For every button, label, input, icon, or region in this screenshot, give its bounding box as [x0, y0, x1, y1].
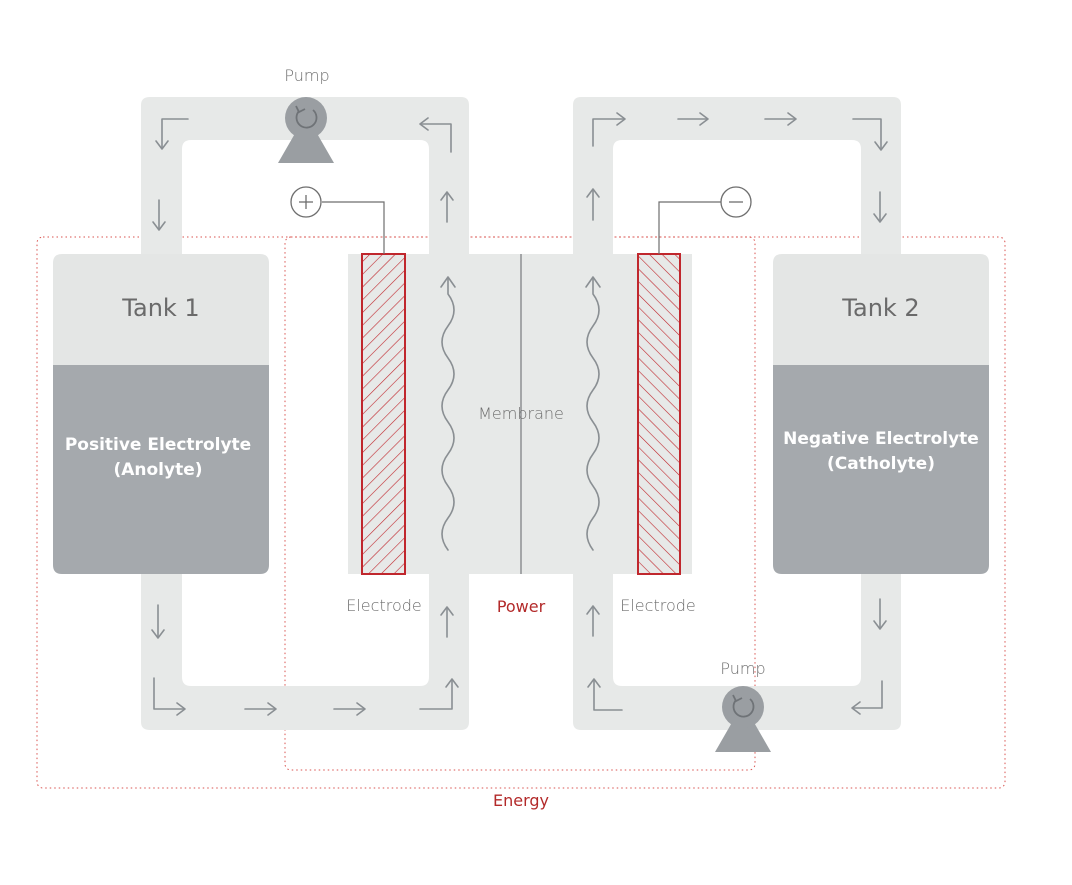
right-loop-arrows: [586, 112, 888, 715]
tank-2: [773, 254, 989, 574]
tank-1-title: Tank 1: [121, 294, 199, 322]
plus-icon: [290, 186, 322, 218]
electrode-right-plate: [637, 253, 681, 575]
tank-1-fluid-line1: Positive Electrolyte: [65, 435, 251, 455]
electrode-left-plate: [361, 253, 406, 575]
power-label: Power: [497, 597, 546, 616]
tank-1: [53, 254, 269, 574]
tank-2-title: Tank 2: [841, 294, 919, 322]
left-pipe-loop: [141, 97, 469, 730]
membrane-label: Membrane: [478, 404, 564, 423]
tank-2-fluid-line2: (Catholyte): [827, 454, 935, 474]
energy-label: Energy: [493, 791, 549, 810]
pump-bottom-label: Pump: [720, 659, 765, 678]
left-flow-wave: [440, 276, 456, 551]
pump-icon: [278, 97, 334, 163]
pump-icon: [715, 686, 771, 752]
tank-2-fluid-line1: Negative Electrolyte: [783, 429, 979, 449]
positive-wire: [322, 201, 385, 254]
electrode-left-label: Electrode: [346, 596, 421, 615]
electrode-right-label: Electrode: [620, 596, 695, 615]
minus-icon: [720, 186, 752, 218]
left-loop-arrows: [151, 117, 459, 716]
right-flow-wave: [585, 276, 601, 551]
right-pipe-loop: [573, 97, 901, 730]
tank-1-fluid-line2: (Anolyte): [113, 460, 202, 480]
negative-wire: [658, 201, 721, 254]
pump-top-label: Pump: [284, 66, 329, 85]
